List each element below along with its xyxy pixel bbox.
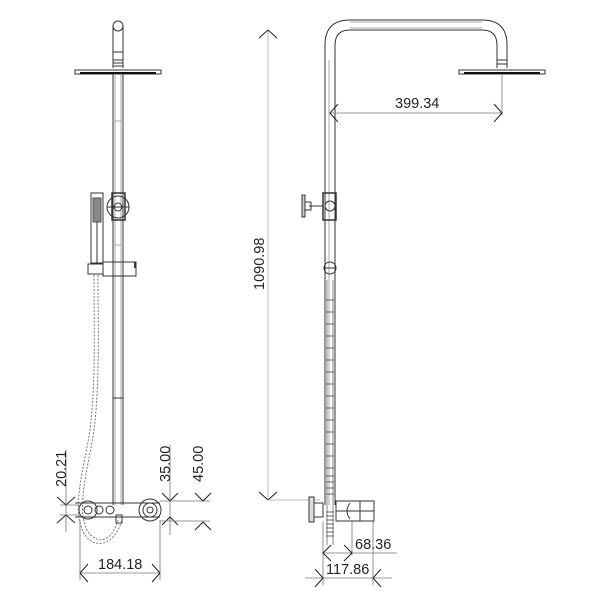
- front-dimensions: [56, 445, 212, 583]
- dim-mixer-width: 184.18: [98, 557, 142, 573]
- dim-arm-projection: 399.34: [395, 96, 439, 112]
- dim-height-right: 45.00: [191, 446, 207, 482]
- dim-depth-inner: 68.36: [355, 537, 391, 553]
- dim-height-left: 20.21: [54, 451, 70, 487]
- front-view: [74, 20, 162, 544]
- dim-total-height: 1090.98: [252, 238, 268, 290]
- side-view: [301, 19, 546, 545]
- side-dimensions: [305, 74, 503, 588]
- height-dimension: [258, 29, 320, 501]
- dim-height-mid: 35.00: [158, 446, 174, 482]
- dim-depth-outer: 117.86: [326, 562, 369, 578]
